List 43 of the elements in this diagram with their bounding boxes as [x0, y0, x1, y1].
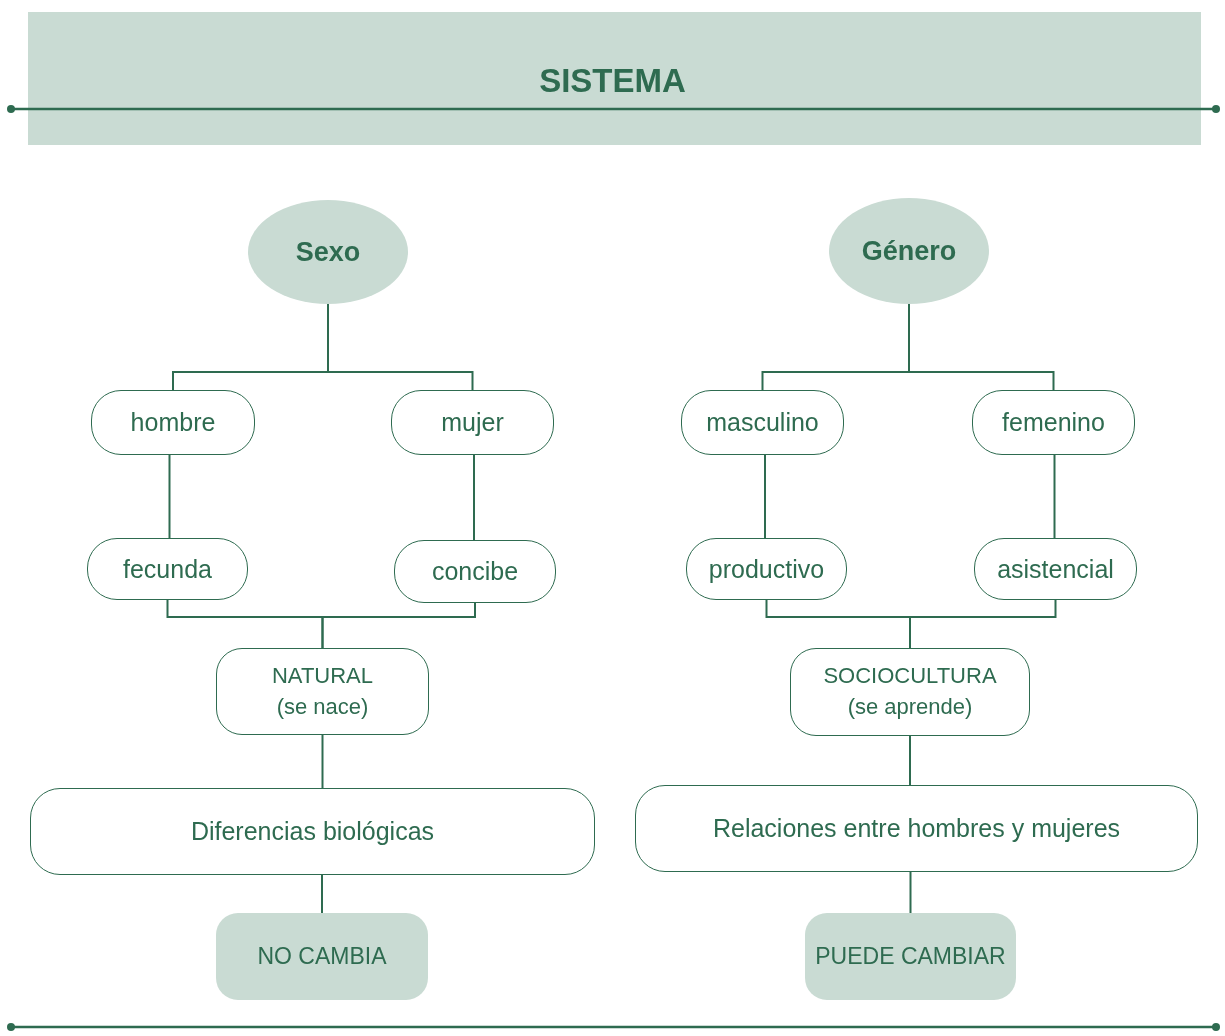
rounded-box [391, 390, 554, 455]
connector-line [909, 599, 1057, 649]
connector-line [1053, 454, 1056, 539]
connector-line [909, 871, 912, 914]
node-text: asistencial [997, 554, 1114, 584]
node-text: masculino [706, 408, 819, 437]
node-text: hombre [130, 408, 216, 437]
node-text: Diferencias biológicas [190, 817, 435, 846]
result-box [216, 913, 428, 1000]
node-text: NO CAMBIA [257, 943, 387, 970]
node-text: (se aprende) [847, 693, 973, 721]
rounded-box [972, 390, 1135, 455]
rounded-box [30, 788, 595, 875]
node-text: (se nace) [276, 692, 369, 721]
node-text: NATURAL [271, 661, 374, 690]
rounded-box [91, 390, 255, 455]
connector-line [321, 602, 476, 649]
category-box [216, 648, 429, 735]
node-text: PUEDE CAMBIAR [815, 943, 1006, 970]
node-text: Sexo [295, 236, 361, 268]
node-text: concibe [431, 557, 519, 586]
connector-line [473, 454, 475, 541]
rounded-box [974, 538, 1137, 600]
connector-line [909, 735, 911, 786]
node-text: Género [861, 235, 957, 267]
node-text: fecunda [123, 554, 212, 584]
category-box [790, 648, 1030, 736]
title: SISTEMA [539, 62, 686, 99]
rounded-box [394, 540, 556, 603]
connector-line [764, 454, 766, 539]
connector-line [321, 874, 323, 914]
connector-line [321, 734, 324, 789]
rounded-box [87, 538, 248, 600]
node-text: SOCIOCULTURA [823, 662, 997, 691]
rounded-box [635, 785, 1198, 872]
connector-line [168, 454, 171, 539]
rounded-box [681, 390, 844, 455]
result-box [805, 913, 1016, 1000]
node-text: Relaciones entre hombres y mujeres [712, 814, 1121, 843]
node-text: femenino [1002, 408, 1105, 437]
node-text: productivo [708, 554, 825, 584]
rounded-box [686, 538, 847, 600]
node-text: mujer [441, 408, 504, 437]
